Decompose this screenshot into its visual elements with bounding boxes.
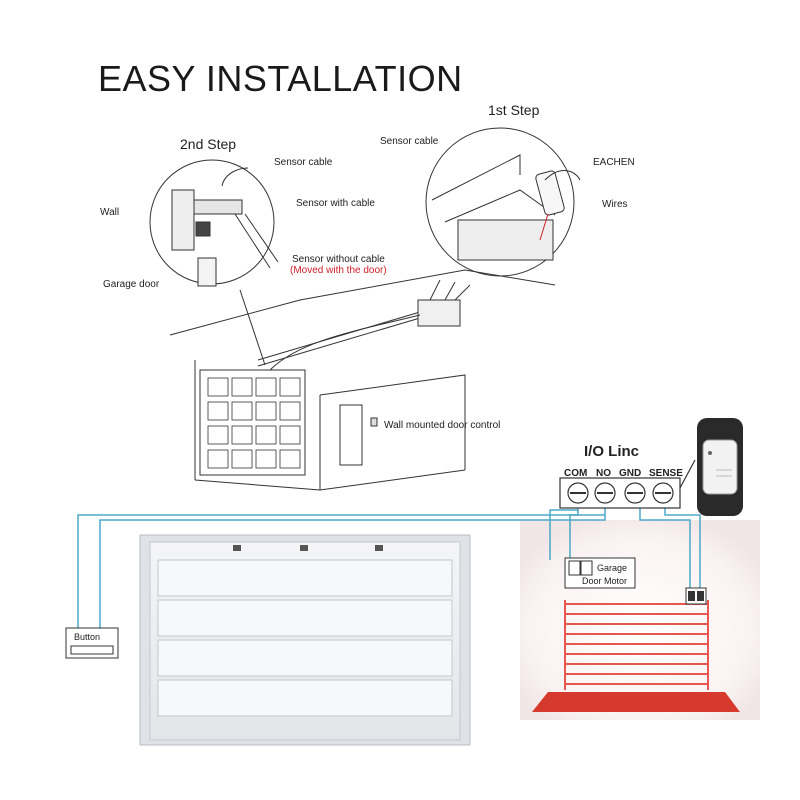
garage-door — [139, 534, 471, 746]
label-wall-control: Wall mounted door control — [384, 420, 501, 431]
label-sensor-with-cable: Sensor with cable — [296, 198, 375, 209]
label-eachen: EACHEN — [593, 157, 635, 168]
terminal-label-com: COM — [564, 468, 588, 479]
step2-heading: 2nd Step — [180, 136, 237, 152]
door-sensor — [685, 587, 707, 605]
wiring-lines — [77, 505, 701, 630]
garage-door-motor — [564, 557, 636, 589]
sensor-beam-panel — [520, 520, 760, 720]
label-wires: Wires — [602, 199, 628, 210]
motor-label-line2: Door Motor — [582, 576, 628, 586]
label-wall: Wall — [100, 207, 120, 218]
wall-button — [65, 627, 119, 659]
label-sensor-cable-step2: Sensor cable — [274, 157, 333, 168]
step2-magnifier — [149, 159, 279, 287]
label-sensor-without-cable: Sensor without cable — [292, 254, 385, 265]
label-sensor-cable-step1: Sensor cable — [380, 136, 439, 147]
motor-label-line1: Garage — [597, 563, 628, 573]
terminal-label-no: NO — [596, 468, 611, 479]
page-title: EASY INSTALLATION — [98, 58, 463, 99]
garage-drawing — [169, 269, 556, 491]
label-garage-door: Garage door — [103, 279, 160, 290]
step1-heading: 1st Step — [488, 102, 540, 118]
button-label: Button — [74, 632, 101, 642]
io-linc-device — [679, 418, 743, 516]
io-linc-title: I/O Linc — [584, 443, 640, 460]
terminal-label-gnd: GND — [619, 468, 642, 479]
terminal-block — [559, 477, 681, 509]
terminal-label-sense: SENSE — [649, 468, 683, 479]
step1-magnifier — [425, 127, 581, 277]
label-moved-with-door: (Moved with the door) — [290, 265, 387, 276]
